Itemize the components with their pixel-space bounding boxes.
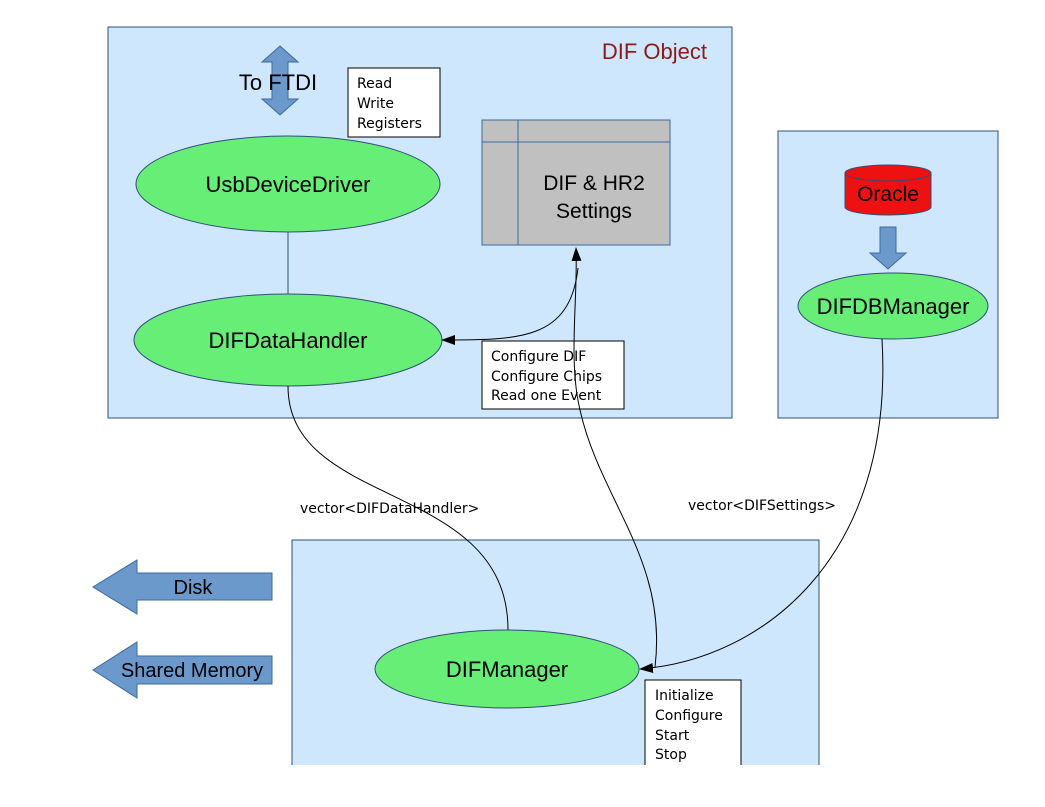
dif-object-title: DIF Object xyxy=(602,39,707,64)
dif-db-manager-node xyxy=(797,272,989,340)
usb-ops-note xyxy=(347,67,441,138)
usb-ops-line: Registers xyxy=(357,116,422,132)
settings-table-title: DIF & HR2 xyxy=(543,172,645,195)
settings-table xyxy=(481,119,671,246)
oracle-label: Oracle xyxy=(857,183,919,206)
manager-ops-line: Stop xyxy=(655,747,687,763)
handler-ops-note xyxy=(481,340,625,410)
handler-ops-line: Configure DIF xyxy=(491,349,586,365)
dif-manager-label: DIFManager xyxy=(446,657,568,682)
dif-data-handler-label: DIFDataHandler xyxy=(209,328,368,353)
manager-to-settings-curve xyxy=(571,247,658,668)
settings-vector-label: vector<DIFSettings> xyxy=(688,498,836,514)
ftdi-double-arrow-icon xyxy=(260,45,300,116)
handler-ops-line: Configure Chips xyxy=(491,369,602,385)
dif-manager-node xyxy=(374,629,640,709)
disk-output-arrow-icon xyxy=(92,559,273,615)
manager-ops-line: Configure xyxy=(655,708,723,724)
manager-ops-line: Start xyxy=(655,728,690,744)
dbmanager-to-manager-curve xyxy=(639,338,884,674)
shared-memory-output-arrow-icon xyxy=(92,641,273,699)
manager-ops-note xyxy=(644,679,742,765)
shared-memory-label: Shared Memory xyxy=(121,660,263,682)
usb-device-driver-label: UsbDeviceDriver xyxy=(205,172,370,197)
handler-ops-line: Read one Event xyxy=(491,388,602,404)
oracle-database-icon xyxy=(844,164,932,216)
manager-ops-line: Initialize xyxy=(655,688,714,704)
settings-table-title: Settings xyxy=(556,200,632,223)
settings-handler-curve xyxy=(441,267,579,345)
usb-ops-line: Read xyxy=(357,76,392,92)
dif-db-manager-label: DIFDBManager xyxy=(817,294,970,319)
handler-vector-label: vector<DIFDataHandler> xyxy=(300,501,479,517)
handler-to-manager-curve xyxy=(287,385,509,631)
usb-device-driver-node xyxy=(135,135,441,233)
oracle-down-arrow-icon xyxy=(868,226,908,270)
usb-ops-line: Write xyxy=(357,96,394,112)
disk-label: Disk xyxy=(174,577,214,599)
ftdi-label: To FTDI xyxy=(239,70,317,95)
